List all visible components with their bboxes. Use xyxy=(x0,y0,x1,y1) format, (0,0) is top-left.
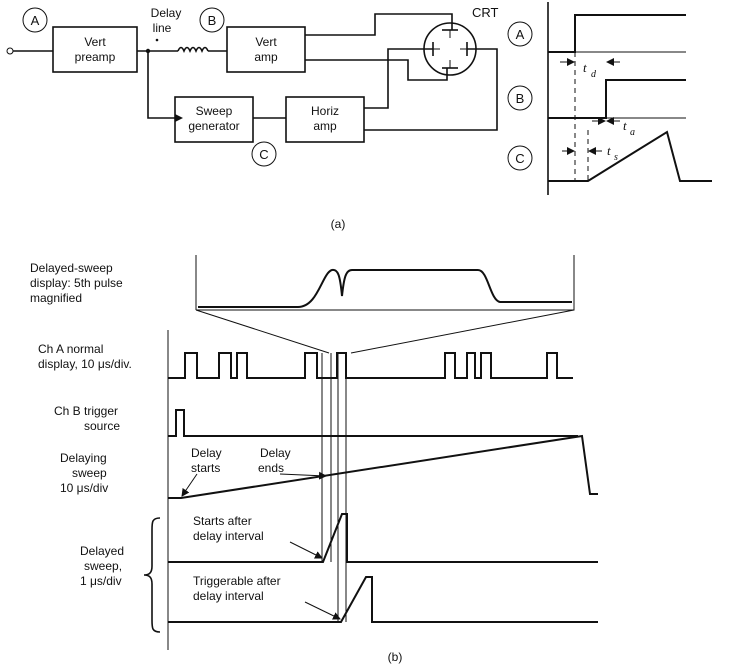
ch-b-trigger-trace xyxy=(168,409,578,437)
ts-subscript: s xyxy=(614,152,618,163)
caption-b: (b) xyxy=(388,650,403,664)
triggerable-after-label-1: Triggerable after xyxy=(193,574,281,588)
timing-c-label: C xyxy=(515,151,524,166)
vert-amp-block xyxy=(226,26,306,73)
timing-panel: A B C t d t a t s xyxy=(507,2,712,195)
td-symbol: t xyxy=(583,60,587,75)
ch-b-label-1: Ch B trigger xyxy=(54,404,118,418)
delaying-sweep-ramp xyxy=(168,434,598,499)
delay-line-label-1: Delay xyxy=(151,6,182,20)
ts-symbol: t xyxy=(607,143,611,158)
timing-b-label: B xyxy=(516,91,525,106)
delayed-sweep-label-1: Delayed xyxy=(80,544,124,558)
delayed-sweep-display-label-3: magnified xyxy=(30,291,82,305)
horiz-amp-label-1: Horiz xyxy=(311,104,339,118)
delayed-sweep-display-label-2: display: 5th pulse xyxy=(30,276,123,290)
crt-label: CRT xyxy=(472,5,499,20)
node-b-label: B xyxy=(208,13,217,28)
waveform-c xyxy=(548,130,712,182)
delay-line-coil xyxy=(177,46,209,54)
delayed-sweep-brace xyxy=(143,517,161,633)
ch-a-label-2: display, 10 μs/div. xyxy=(38,357,132,371)
ch-b-label-2: source xyxy=(84,419,120,433)
delay-ends-label-1: Delay xyxy=(260,446,291,460)
node-b-marker xyxy=(199,7,225,33)
delayed-sweep-label-2: sweep, xyxy=(84,559,122,573)
delay-starts-label-2: starts xyxy=(191,461,220,475)
delay-line-label-2: line xyxy=(153,21,172,35)
delayed-sweep-label-3: 1 μs/div xyxy=(80,574,122,588)
waveform-a xyxy=(548,14,686,53)
ta-subscript: a xyxy=(630,127,635,138)
vert-preamp-label-1: Vert xyxy=(84,35,106,49)
delaying-sweep-label-2: sweep xyxy=(72,466,107,480)
ch-a-pulse-train xyxy=(168,352,573,379)
delayed-sweep-starts-trace xyxy=(168,513,598,563)
vert-amp-label-1: Vert xyxy=(255,35,277,49)
vert-amp-label-2: amp xyxy=(254,50,278,64)
horiz-amp-label-2: amp xyxy=(313,119,337,133)
magnified-pulse-trace xyxy=(198,268,572,308)
delay-starts-label-1: Delay xyxy=(191,446,222,460)
ta-symbol: t xyxy=(623,118,627,133)
waveform-b xyxy=(548,79,686,119)
sweep-generator-block xyxy=(174,96,254,143)
starts-after-label-1: Starts after xyxy=(193,514,252,528)
vert-preamp-label-2: preamp xyxy=(75,50,116,64)
caption-a: (a) xyxy=(331,217,346,231)
delayed-sweep-display-label-1: Delayed-sweep xyxy=(30,261,113,275)
node-c-marker xyxy=(251,141,277,167)
input-terminal xyxy=(6,47,14,55)
delaying-sweep-label-3: 10 μs/div xyxy=(60,481,108,495)
node-a-marker xyxy=(22,7,48,33)
block-diagram: A Vert preamp Delay line B Vert amp xyxy=(6,5,499,167)
sweep-generator-label-2: generator xyxy=(188,119,239,133)
ch-a-label-1: Ch A normal xyxy=(38,342,103,356)
delayed-sweep-diagram: Delayed-sweep display: 5th pulse magnifi… xyxy=(30,255,598,650)
starts-after-label-2: delay interval xyxy=(193,529,264,543)
timing-a-label: A xyxy=(516,27,525,42)
td-subscript: d xyxy=(591,69,597,80)
triggerable-after-label-2: delay interval xyxy=(193,589,264,603)
node-c-label: C xyxy=(259,147,268,162)
horiz-amp-block xyxy=(285,96,365,143)
delay-ends-label-2: ends xyxy=(258,461,284,475)
vert-preamp-block xyxy=(52,26,138,73)
delaying-sweep-label-1: Delaying xyxy=(60,451,107,465)
node-a-label: A xyxy=(31,13,40,28)
delayed-sweep-triggerable-trace xyxy=(168,576,598,623)
sweep-generator-label-1: Sweep xyxy=(196,104,233,118)
